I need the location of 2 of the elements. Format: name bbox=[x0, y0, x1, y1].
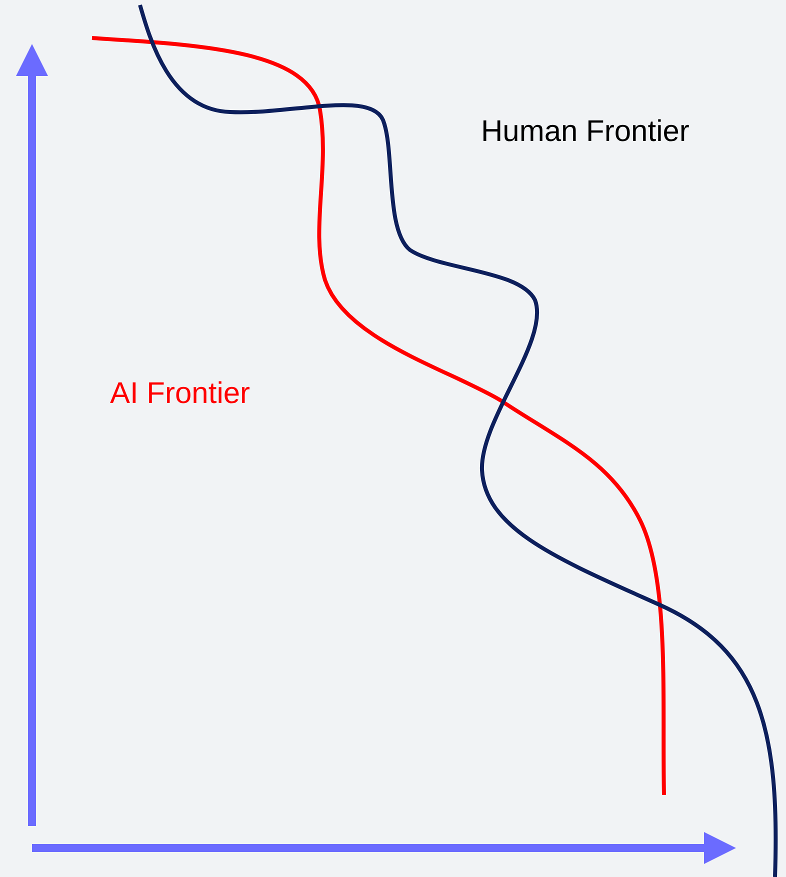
curve-label: AI Frontier bbox=[110, 376, 250, 412]
curve-label: Human Frontier bbox=[481, 114, 690, 150]
